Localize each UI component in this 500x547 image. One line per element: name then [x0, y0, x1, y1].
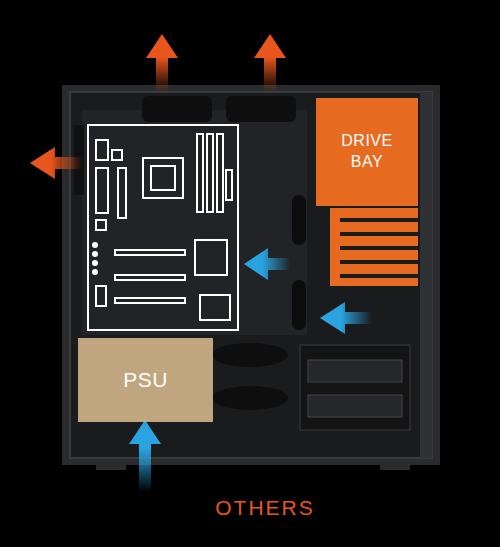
drive-bay-box: DRIVE BAY: [316, 98, 418, 206]
caption-label: OTHERS: [215, 496, 315, 520]
intake-arrow: [244, 248, 290, 280]
hdd-cage: [300, 345, 410, 430]
cable-grommet: [292, 195, 306, 330]
exhaust-arrow: [30, 147, 82, 179]
top-fan: [142, 96, 296, 122]
case-foot: [380, 462, 410, 470]
intake-arrow: [320, 302, 372, 334]
motherboard-tray: [82, 110, 307, 335]
front-panel: [420, 92, 432, 458]
exhaust-arrow: [146, 34, 178, 92]
case-window: [70, 92, 432, 458]
intake-arrow: [129, 420, 161, 492]
drive-bay-trays: [330, 208, 418, 286]
node-text: PSU: [123, 366, 168, 393]
case-body: [62, 85, 440, 465]
node-text: DRIVE BAY: [332, 131, 402, 173]
psu-box: PSU: [78, 338, 213, 422]
motherboard-outline: [88, 125, 238, 330]
motherboard-dots: [92, 242, 98, 275]
case-foot: [96, 462, 126, 470]
exhaust-arrow: [254, 34, 286, 92]
bottom-fan: [212, 343, 288, 410]
